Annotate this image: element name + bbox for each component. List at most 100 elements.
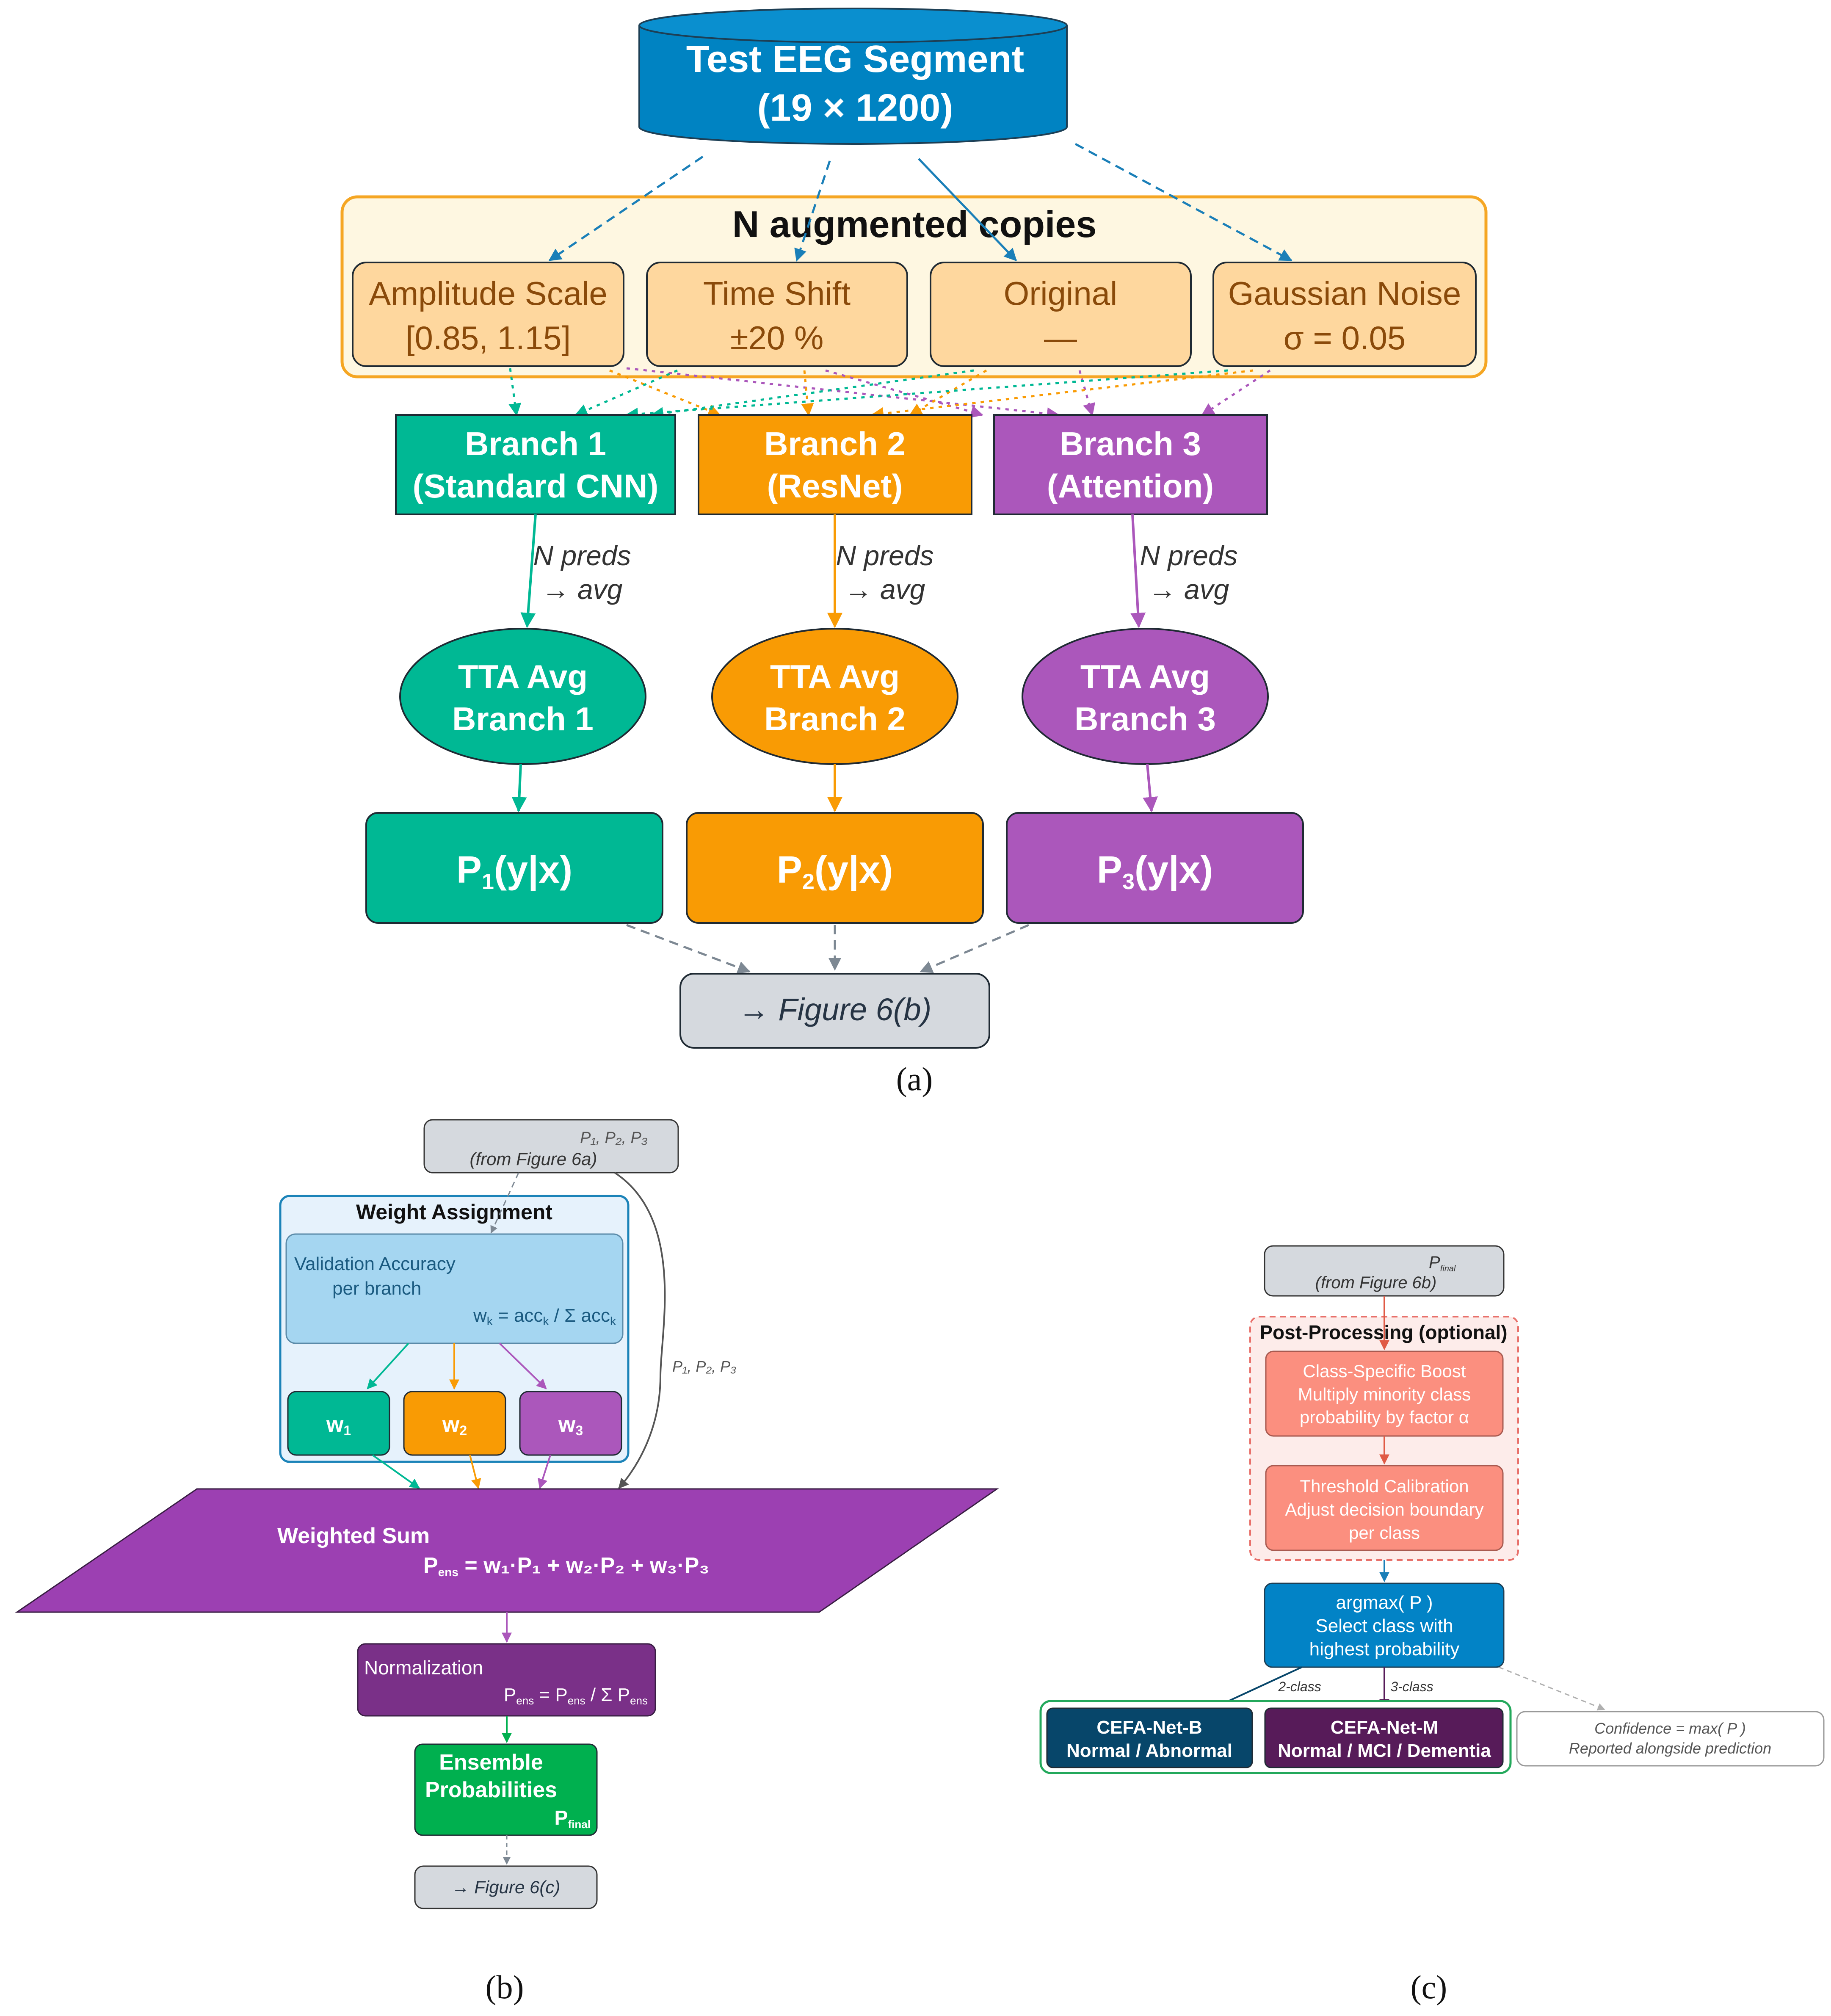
panel-b: P₁, P₂, P₃ (from Figure 6a) Weight Assig… <box>15 1119 999 2005</box>
branch-3-box: Branch 3 (Attention) <box>993 414 1268 515</box>
next-figure-6c-box: → Figure 6(c) <box>414 1865 598 1909</box>
b-input-line1: P₁, P₂, P₃ <box>580 1129 648 1147</box>
boost-line1: Class-Specific Boost <box>1303 1361 1466 1381</box>
weight-assignment-group: Weight Assignment Validation Accuracy pe… <box>279 1195 630 1463</box>
tta-2-line2: Branch 2 <box>764 700 906 737</box>
val-to-weights-arrows <box>367 1342 547 1390</box>
tta-3-line2: Branch 3 <box>1074 700 1216 737</box>
caption-b: (b) <box>486 1969 524 2005</box>
confidence-line1: Confidence = max( P ) <box>1594 1720 1746 1737</box>
class-specific-boost-box: Class-Specific Boost Multiply minority c… <box>1265 1350 1504 1437</box>
tta-avg-1: TTA Avg Branch 1 <box>399 628 646 765</box>
ens-p: P <box>555 1807 568 1829</box>
cefa-outputs-group: CEFA-Net-B Normal / Abnormal CEFA-Net-M … <box>1039 1700 1512 1774</box>
w2-w: w <box>442 1412 460 1437</box>
c-in-final: final <box>1440 1264 1456 1273</box>
panel-a: Test EEG Segment (19 × 1200) N augmented… <box>340 8 1488 1097</box>
weight-w3-box: w3 <box>519 1391 622 1456</box>
wf-mid: = acc <box>493 1305 543 1326</box>
ensemble-line2: Probabilities <box>425 1778 557 1802</box>
cefa-b-line1: CEFA-Net-B <box>1096 1717 1202 1738</box>
edge-label-1b: → avg <box>542 574 623 605</box>
tta-1-line2: Branch 1 <box>452 700 594 737</box>
prob-2-text: P2(y|x) <box>777 849 893 894</box>
aug-amplitude-scale: Amplitude Scale [0.85, 1.15] <box>352 262 624 367</box>
normalization-title: Normalization <box>364 1657 483 1679</box>
ws-eq: = w₁·P₁ + w₂·P₂ + w₃·P₃ <box>458 1553 709 1578</box>
branch-1-box: Branch 1 (Standard CNN) <box>395 414 676 515</box>
edge-label-3b: → avg <box>1149 574 1229 605</box>
prob-box-3: P3(y|x) <box>1006 812 1304 924</box>
aug-4-value: σ = 0.05 <box>1284 319 1406 356</box>
b-input-line2: (from Figure 6a) <box>469 1149 597 1169</box>
augmented-title: N augmented copies <box>732 203 1097 245</box>
tta-1-line1: TTA Avg <box>458 658 588 695</box>
c-input-p-final: Pfinal <box>1429 1253 1456 1273</box>
wf-k3: k <box>610 1315 616 1328</box>
confidence-box: Confidence = max( P ) Reported alongside… <box>1516 1711 1825 1767</box>
edge-label-1a: N preds <box>533 540 631 571</box>
threshold-calibration-box: Threshold Calibration Adjust decision bo… <box>1265 1465 1504 1551</box>
panel-c: Pfinal (from Figure 6b) Post-Processing … <box>1039 1245 1825 2005</box>
prob-2-rest: (y|x) <box>815 849 893 892</box>
threshold-line1: Threshold Calibration <box>1300 1476 1469 1496</box>
branch-2-box: Branch 2 (ResNet) <box>698 414 972 515</box>
wf-k1: k <box>487 1315 493 1328</box>
val-acc-line1: Validation Accuracy <box>294 1254 456 1274</box>
cefa-m-line2: Normal / MCI / Dementia <box>1278 1740 1491 1761</box>
nf-ens3: ens <box>630 1694 648 1707</box>
threshold-line3: per class <box>1349 1523 1420 1543</box>
edge-label-2a: N preds <box>836 540 933 571</box>
c-input-box: Pfinal (from Figure 6b) <box>1264 1245 1505 1297</box>
b-side-curve-arrow <box>614 1172 666 1489</box>
prob-3-text: P3(y|x) <box>1097 849 1213 894</box>
edge-2class-label: 2-class <box>1278 1679 1321 1694</box>
boost-line2: Multiply minority class <box>1298 1384 1471 1404</box>
cefa-b-line2: Normal / Abnormal <box>1066 1740 1232 1761</box>
threshold-line2: Adjust decision boundary <box>1285 1500 1483 1519</box>
prob-box-2: P2(y|x) <box>686 812 984 924</box>
source-shape: (19 × 1200) <box>757 87 953 129</box>
weight-w2-box: w2 <box>403 1391 506 1456</box>
prob-3-sub: 3 <box>1122 870 1135 894</box>
prob-to-next-arrows <box>626 924 1029 974</box>
prob-1-p: P <box>456 849 482 891</box>
weight-formula: wk = acck / Σ acck <box>473 1305 616 1328</box>
weights-to-sum-arrows <box>372 1454 551 1489</box>
boost-line3: probability by factor α <box>1300 1407 1469 1427</box>
tta-avg-3: TTA Avg Branch 3 <box>1022 628 1269 765</box>
aug-time-shift: Time Shift ±20 % <box>646 262 908 367</box>
prob-3-p: P <box>1097 849 1122 891</box>
caption-a: (a) <box>896 1060 933 1097</box>
b-input-to-val-arrow <box>490 1172 519 1234</box>
w3-text: w3 <box>558 1412 583 1438</box>
b-side-label: P₁, P₂, P₃ <box>672 1358 736 1375</box>
branch-to-tta-arrows <box>520 514 1146 628</box>
aug-1-value: [0.85, 1.15] <box>406 319 571 356</box>
prob-1-sub: 1 <box>482 870 494 894</box>
tta-3-line1: TTA Avg <box>1080 658 1210 695</box>
w3-w: w <box>558 1412 576 1437</box>
ws-p: P <box>423 1553 438 1578</box>
weighted-sum-shape: Weighted Sum Pens = w₁·P₁ + w₂·P₂ + w₃·P… <box>15 1488 999 1613</box>
next-figure-6c-text: → Figure 6(c) <box>452 1877 561 1897</box>
edge-labels-npreds: N preds → avg N preds → avg N preds → av… <box>533 540 1237 605</box>
w2-sub: 2 <box>459 1423 467 1438</box>
tta-avg-2: TTA Avg Branch 2 <box>711 628 958 765</box>
w1-w: w <box>326 1412 344 1437</box>
branch-3-title: Branch 3 <box>1060 425 1201 462</box>
ens-final: final <box>568 1818 591 1831</box>
nf-ens2: ens <box>568 1694 585 1707</box>
cefa-m-line1: CEFA-Net-M <box>1331 1717 1438 1738</box>
normalization-box: Normalization Pens = Pens / Σ Pens <box>357 1643 656 1717</box>
nf-ens1: ens <box>516 1694 534 1707</box>
wf-w: w <box>473 1305 487 1326</box>
ensemble-probabilities-box: Ensemble Probabilities Pfinal <box>414 1743 598 1836</box>
w1-sub: 1 <box>343 1423 351 1438</box>
caption-c: (c) <box>1411 1969 1447 2005</box>
c-in-p: P <box>1429 1253 1440 1272</box>
augmented-copies-group: N augmented copies Amplitude Scale [0.85… <box>340 195 1488 378</box>
ensemble-line1: Ensemble <box>439 1750 543 1775</box>
w2-text: w2 <box>442 1412 467 1438</box>
source-title: Test EEG Segment <box>686 38 1025 80</box>
